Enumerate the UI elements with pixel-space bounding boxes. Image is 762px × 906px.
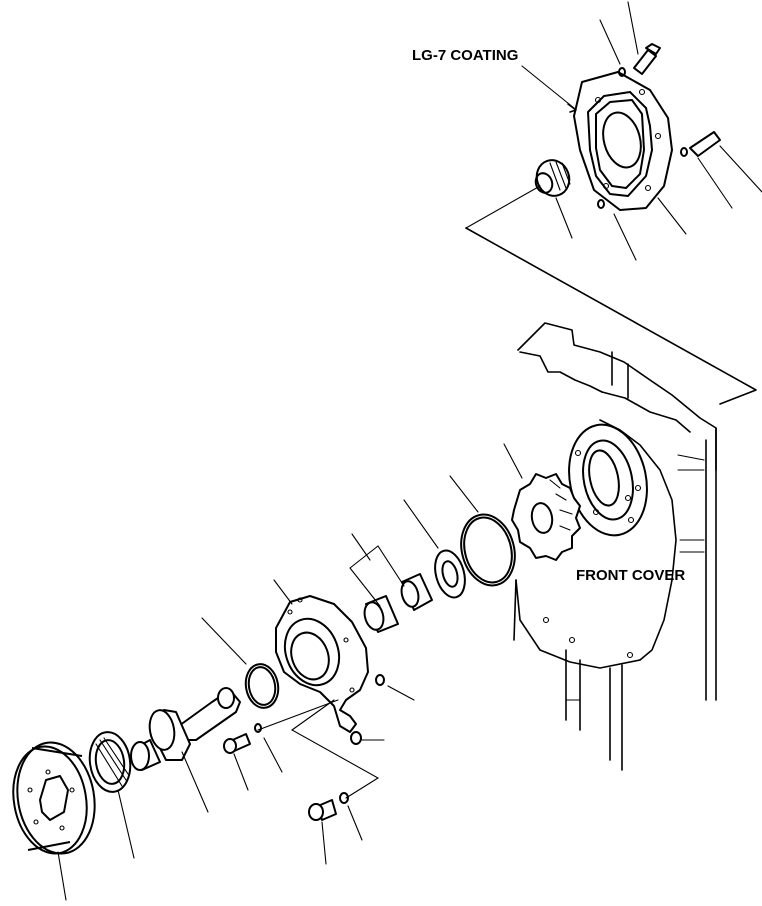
- front-cover-label: FRONT COVER: [576, 567, 685, 584]
- front-cover-housing: [465, 227, 757, 771]
- bushings: [349, 533, 433, 633]
- pulley: [12, 741, 96, 901]
- cover-plate-assembly: [465, 1, 762, 261]
- coating-label: LG-7 COATING: [412, 47, 518, 64]
- large-o-ring: [449, 475, 516, 587]
- gear: [503, 443, 581, 561]
- roller-bearing: [88, 731, 135, 859]
- drive-shaft: [130, 687, 241, 813]
- thrust-washer: [403, 499, 466, 599]
- lower-bolts: [223, 723, 363, 865]
- pump-housing: [257, 579, 415, 799]
- small-seal-ring: [201, 617, 280, 709]
